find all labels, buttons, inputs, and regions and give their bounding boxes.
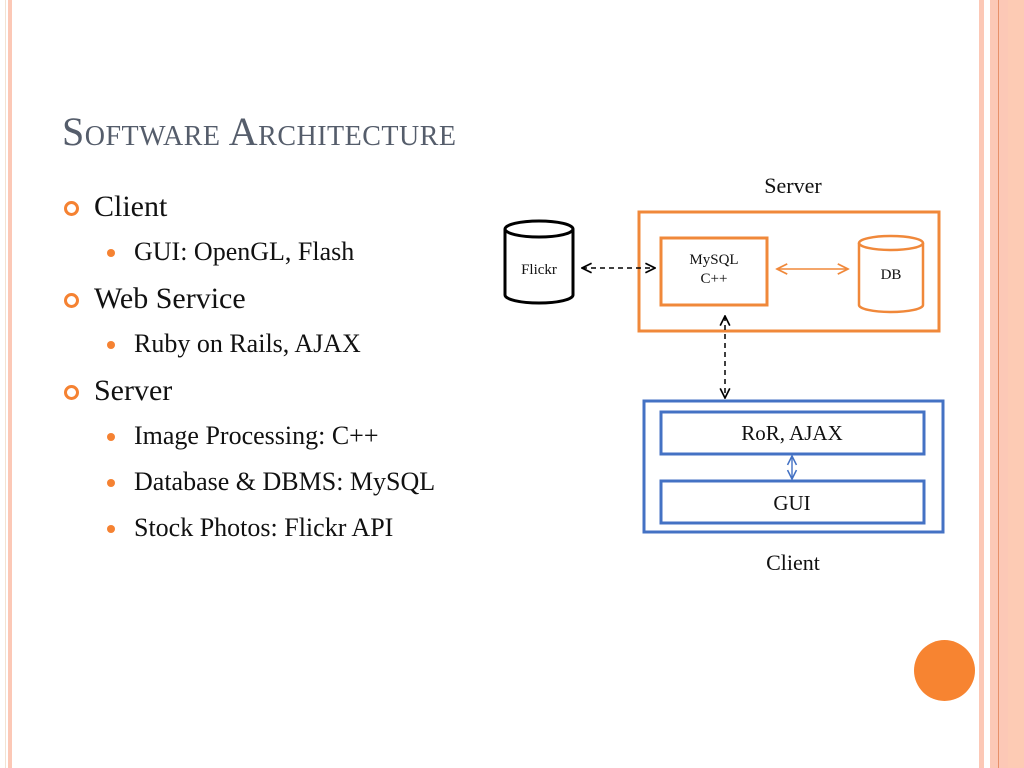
decorative-circle [914,640,975,701]
gui-box [659,479,926,525]
client-label: Client [766,550,820,575]
sub-bullet-label: Ruby on Rails, AJAX [134,329,361,358]
sub-bullet: Stock Photos: Flickr API [64,508,435,554]
db-label: DB [881,267,902,283]
bullet-label: Web Service [94,282,246,315]
right-border-line [998,0,999,768]
dot-bullet-icon [107,341,115,349]
sub-bullet: Ruby on Rails, AJAX [64,324,435,370]
mysql-box [659,236,769,307]
dot-bullet-icon [107,433,115,441]
mysql-label: MySQL [689,252,738,268]
ror-label: RoR, AJAX [741,421,843,445]
bullet-server: Server [64,370,435,416]
bullet-list: Client GUI: OpenGL, Flash Web Service Ru… [64,186,435,554]
slide-title: Software Architecture [62,109,457,154]
ror-box [659,410,926,456]
dot-bullet-icon [107,525,115,533]
server-label: Server [764,173,822,198]
left-border-line [5,0,6,768]
db-cylinder-icon [857,234,925,314]
sub-bullet-label: Database & DBMS: MySQL [134,467,436,496]
gui-label: GUI [773,491,810,515]
sub-bullet-label: Stock Photos: Flickr API [134,513,394,542]
sub-bullet-label: Image Processing: C++ [134,421,379,450]
cpp-label: C++ [701,271,728,287]
sub-bullet-label: GUI: OpenGL, Flash [134,237,355,266]
flickr-cylinder-icon [503,219,575,305]
right-border-stripe [979,0,984,768]
sub-bullet: GUI: OpenGL, Flash [64,232,435,278]
dot-bullet-icon [107,249,115,257]
bullet-client: Client [64,186,435,232]
right-border-edge [1008,0,1024,768]
bullet-label: Server [94,374,173,407]
sub-bullet: Database & DBMS: MySQL [64,462,435,508]
ring-bullet-icon [64,293,79,308]
sub-bullet: Image Processing: C++ [64,416,435,462]
client-box [642,399,945,534]
bullet-label: Client [94,190,168,223]
bullet-web-service: Web Service [64,278,435,324]
flickr-label: Flickr [521,262,557,278]
ring-bullet-icon [64,385,79,400]
left-border-band [8,0,12,768]
ring-bullet-icon [64,201,79,216]
dot-bullet-icon [107,479,115,487]
